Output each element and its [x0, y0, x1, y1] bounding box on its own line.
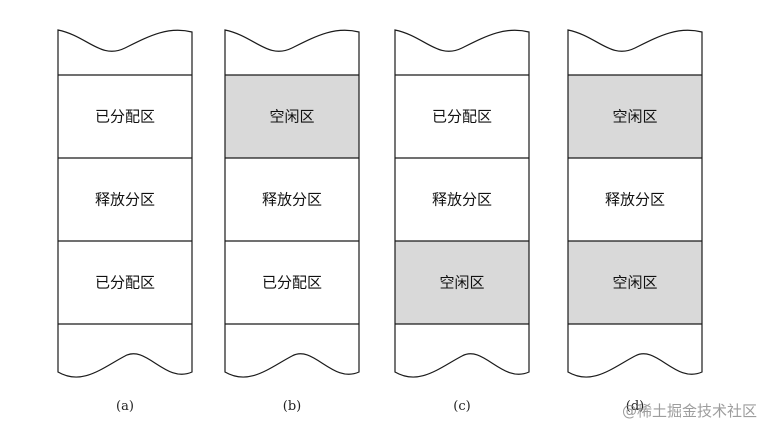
partition-label: 释放分区	[262, 191, 322, 209]
partition-label: 已分配区	[262, 274, 322, 292]
partition-cell-fill	[395, 241, 529, 324]
column-outline	[57, 29, 193, 378]
partition-label: 空闲区	[439, 274, 484, 292]
partition-cell-fill	[225, 241, 359, 324]
partition-label: 释放分区	[432, 191, 492, 209]
partition-cell-fill	[58, 158, 192, 241]
column-outline	[394, 29, 530, 378]
watermark: @稀土掘金技术社区	[621, 402, 757, 420]
partition-cell-fill	[568, 241, 702, 324]
partition-label: 释放分区	[605, 191, 665, 209]
column-outline	[567, 29, 703, 378]
partition-label: 已分配区	[95, 274, 155, 292]
partition-label: 空闲区	[612, 108, 657, 126]
column-caption: (b)	[283, 399, 301, 414]
partition-cell-fill	[58, 75, 192, 158]
partition-cell-fill	[58, 241, 192, 324]
column-caption: (a)	[116, 399, 134, 414]
partition-cell-fill	[395, 158, 529, 241]
column-caption: (c)	[453, 399, 470, 414]
column-caption: (d)	[626, 399, 644, 414]
partition-label: 释放分区	[95, 191, 155, 209]
partition-label: 已分配区	[95, 108, 155, 126]
partition-label: 空闲区	[612, 274, 657, 292]
partition-cell-fill	[568, 158, 702, 241]
partition-label: 空闲区	[269, 108, 314, 126]
partition-cell-fill	[395, 75, 529, 158]
partition-cell-fill	[225, 75, 359, 158]
column-outline	[224, 29, 360, 378]
partition-cell-fill	[568, 75, 702, 158]
partition-label: 已分配区	[432, 108, 492, 126]
partition-cell-fill	[225, 158, 359, 241]
